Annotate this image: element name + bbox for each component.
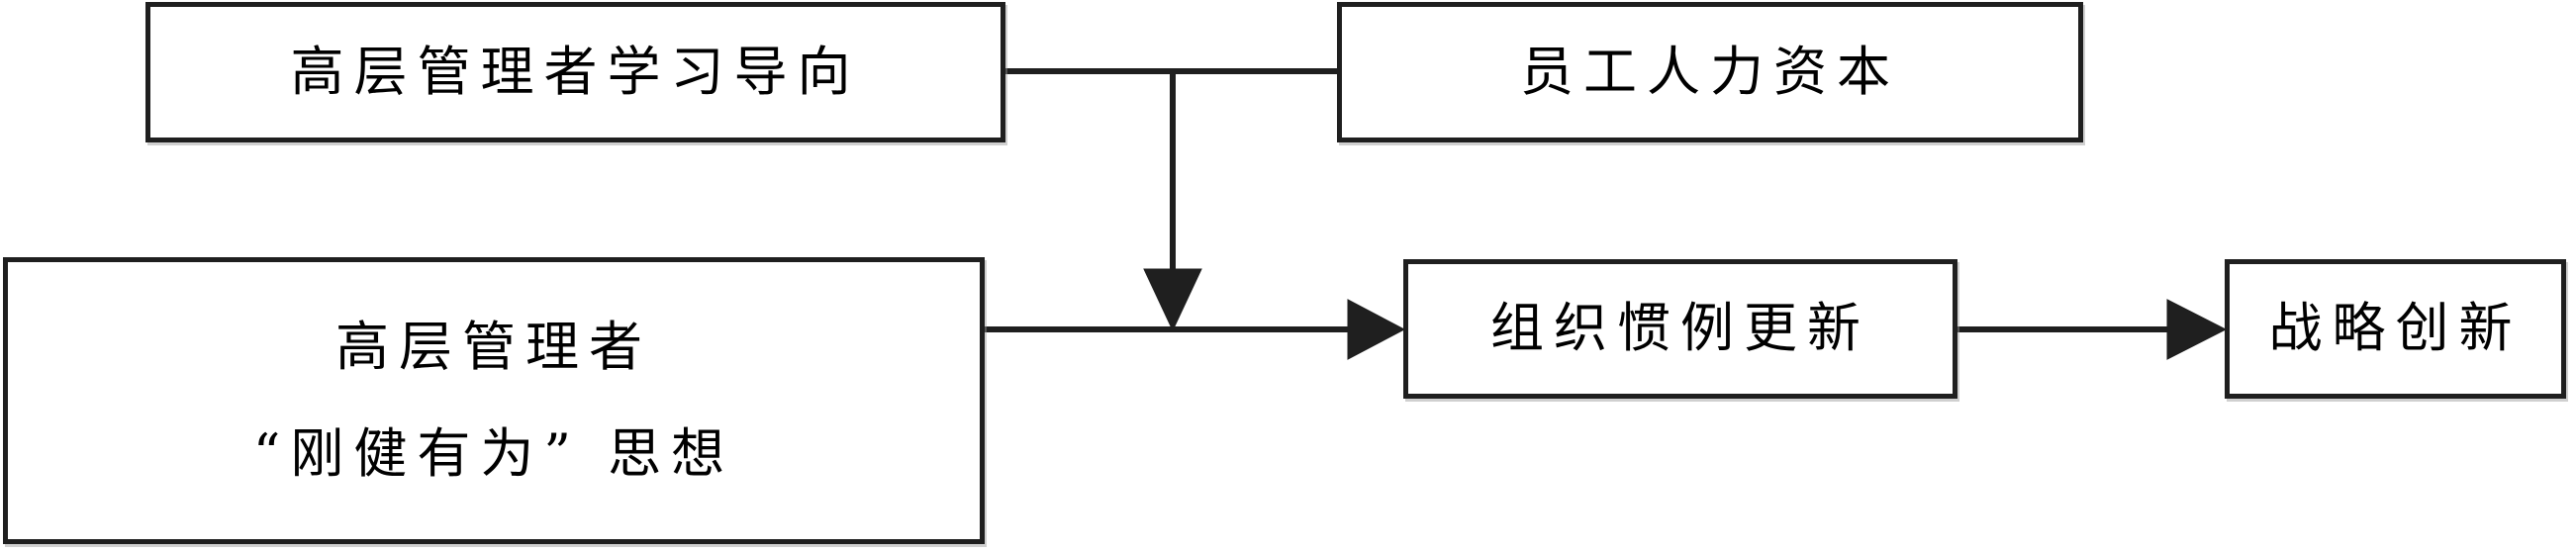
box-top-management-vigorous-thought-line2: “刚健有为” 思想 [252, 422, 735, 485]
box-organizational-routine-update-label: 组织惯例更新 [1490, 297, 1870, 360]
box-top-management-vigorous-thought-line1: 高层管理者 [335, 315, 652, 378]
box-top-management-vigorous-thought: 高层管理者 “刚健有为” 思想 [3, 257, 985, 544]
box-strategic-innovation-label: 战略创新 [2268, 297, 2523, 360]
box-strategic-innovation: 战略创新 [2225, 259, 2566, 399]
box-employee-human-capital: 员工人力资本 [1337, 2, 2083, 142]
box-top-management-learning-orientation-label: 高层管理者学习导向 [290, 40, 861, 103]
box-top-management-learning-orientation: 高层管理者学习导向 [145, 2, 1005, 142]
box-employee-human-capital-label: 员工人力资本 [1520, 40, 1900, 103]
box-organizational-routine-update: 组织惯例更新 [1403, 259, 1957, 399]
arrowhead-into-routine [1347, 299, 1406, 360]
arrowhead-down [1143, 268, 1202, 332]
arrowhead-into-strategy [2166, 299, 2228, 360]
